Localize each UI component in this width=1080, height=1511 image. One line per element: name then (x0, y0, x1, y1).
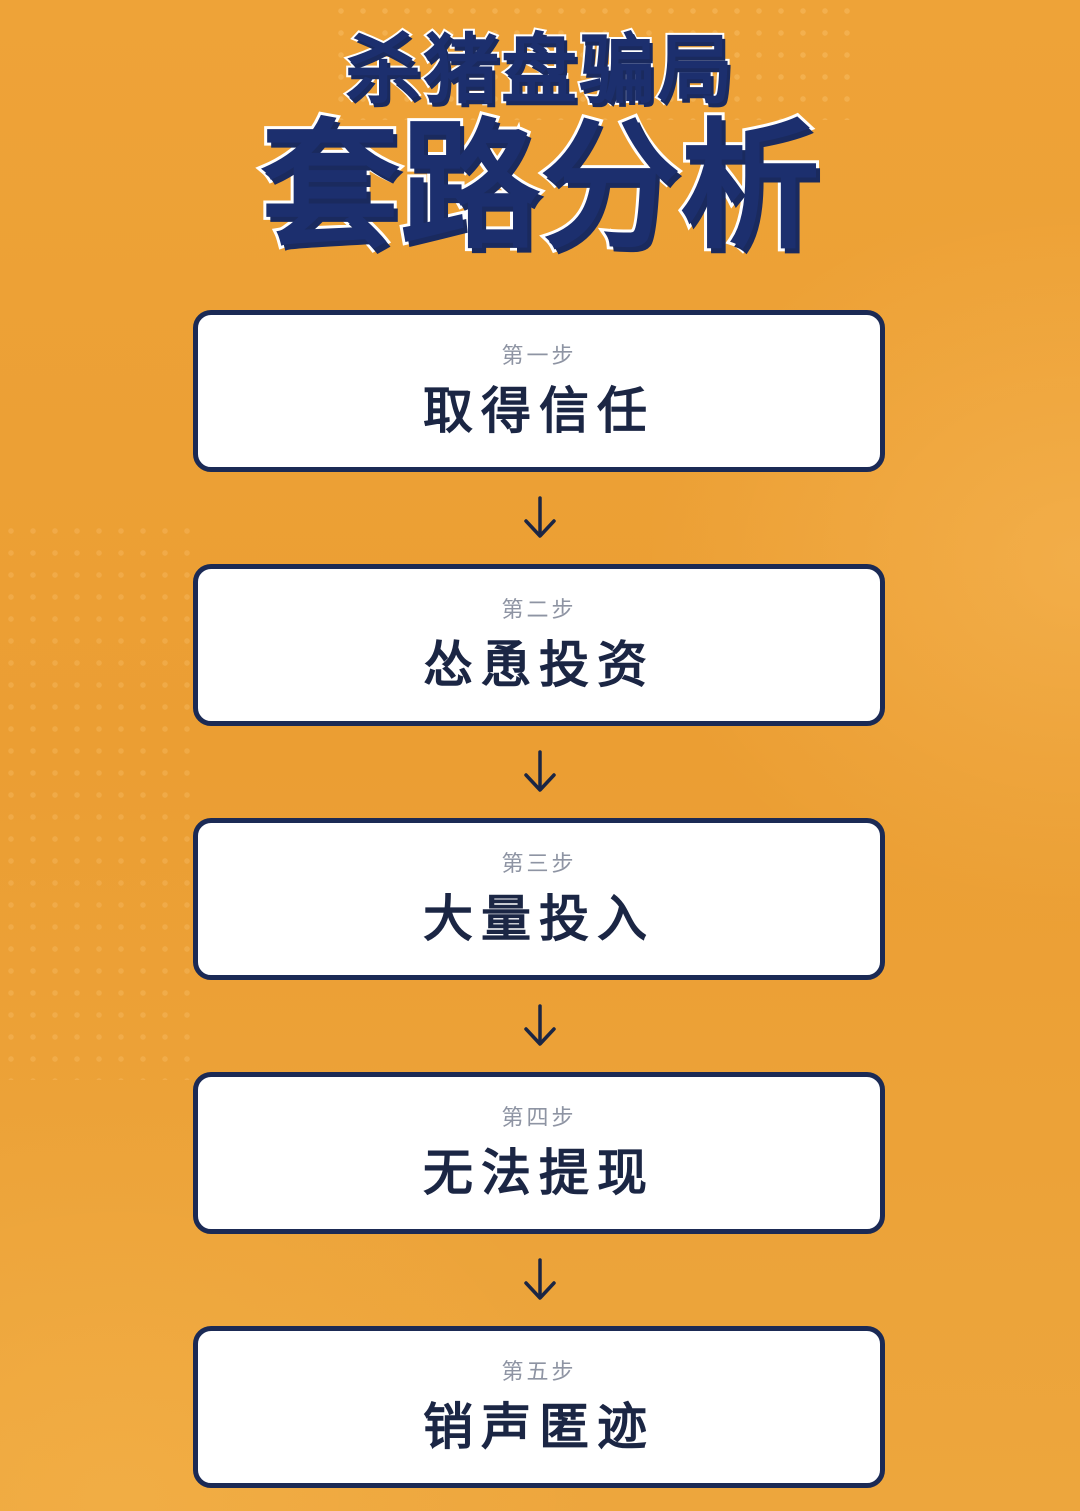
arrow-down-icon (524, 750, 556, 792)
step-label: 第五步 (501, 1360, 577, 1385)
arrow-down-icon (524, 1004, 556, 1046)
step-title: 大量投入 (423, 890, 655, 948)
arrow-down-icon (524, 1258, 556, 1300)
step-label: 第二步 (501, 598, 577, 623)
step-title: 销声匿迹 (423, 1398, 655, 1456)
decorative-dots (330, 0, 850, 120)
step-label: 第一步 (501, 344, 577, 369)
step-card-3: 第三步 大量投入 (193, 818, 885, 980)
step-card-2: 第二步 怂恿投资 (193, 564, 885, 726)
decorative-dots (0, 520, 200, 1080)
title-big: 套路分析 (257, 105, 823, 271)
header: 杀猪盘骗局 套路分析 (0, 0, 1080, 280)
step-title: 怂恿投资 (423, 636, 655, 694)
step-title: 无法提现 (423, 1144, 655, 1202)
step-card-4: 第四步 无法提现 (193, 1072, 885, 1234)
step-card-5: 第五步 销声匿迹 (193, 1326, 885, 1488)
step-title: 取得信任 (423, 382, 655, 440)
arrow-down-icon (524, 496, 556, 538)
step-card-1: 第一步 取得信任 (193, 310, 885, 472)
step-label: 第四步 (501, 1106, 577, 1131)
step-label: 第三步 (501, 852, 577, 877)
title-small: 杀猪盘骗局 (343, 23, 735, 116)
